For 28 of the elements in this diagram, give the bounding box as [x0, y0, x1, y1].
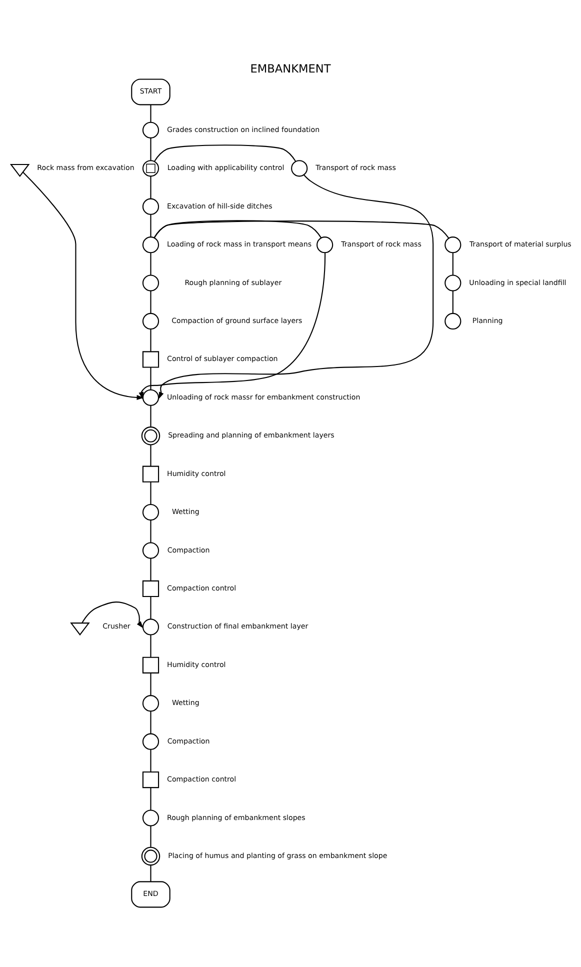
node-label: Grades construction on inclined foundation: [167, 124, 320, 134]
node-label: Transport of material surplus: [470, 239, 572, 248]
node-label: Unloading in special landfill: [469, 277, 566, 286]
node-label: Control of sublayer compaction: [167, 354, 278, 363]
node-label: Transport of rock mass: [341, 239, 422, 248]
node-label: Humidity control: [167, 468, 226, 478]
node-label: Compaction: [167, 544, 210, 554]
node-label: Crusher: [102, 621, 130, 630]
node-label: Rough planning of sublayer: [184, 277, 282, 286]
node-label: Compaction control: [167, 583, 236, 592]
node-label: Excavation of hill-side ditches: [167, 200, 272, 210]
node-label: Rock mass from excavation: [37, 162, 134, 172]
node-label: Compaction: [167, 736, 210, 745]
node-label: Humidity control: [167, 659, 226, 668]
node-label: Compaction control: [167, 774, 236, 784]
node-label: Rough planning of embankment slopes: [167, 812, 306, 822]
node-label: Planning: [472, 316, 503, 325]
node-label: Construction of final embankment layer: [167, 621, 308, 630]
diagram-title: EMBANKMENT: [250, 61, 331, 76]
node-label: Wetting: [172, 506, 200, 516]
node-label: Spreading and planning of embankment layers: [168, 430, 334, 440]
node-label: Unloading of rock massr for embankment construction: [167, 392, 360, 401]
node-label: Loading of rock mass in transport means: [167, 239, 312, 248]
node-label: Transport of rock mass: [316, 162, 396, 172]
node-label: Placing of humus and planting of grass on embankment slope: [168, 850, 388, 860]
node-label: Compaction of ground surface layers: [172, 316, 302, 325]
node-label: Wetting: [172, 698, 200, 707]
node-label: Loading with applicability control: [167, 162, 284, 172]
